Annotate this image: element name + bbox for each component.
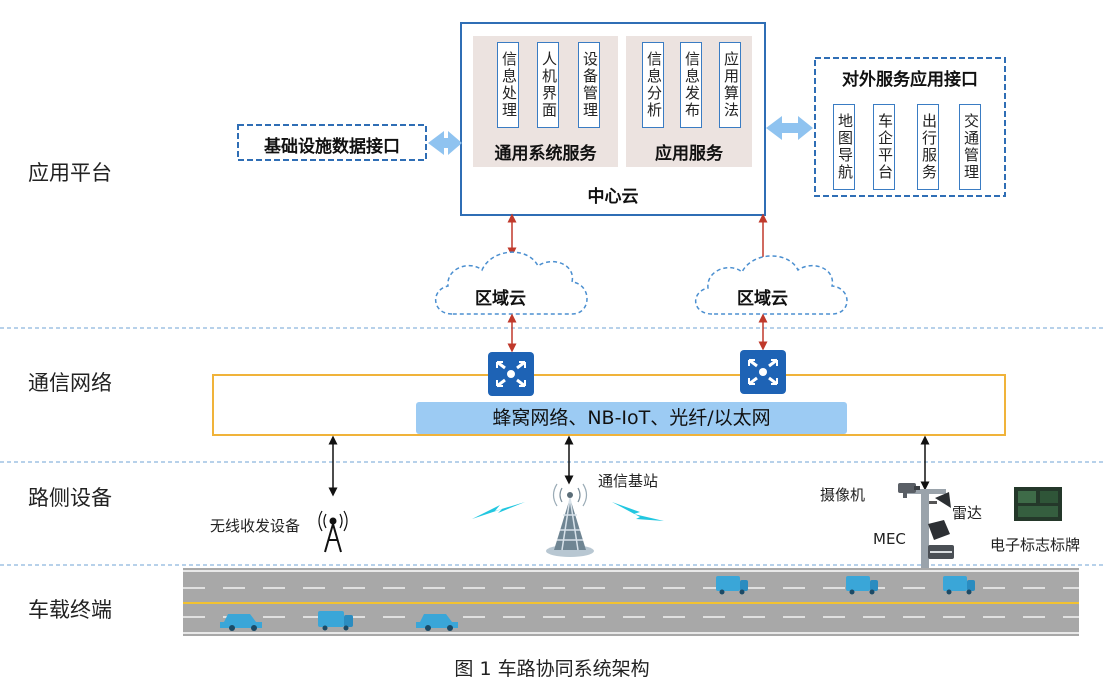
- roadside-pole: [906, 489, 946, 575]
- external-service-item: 交通管理: [959, 104, 981, 190]
- general-service-item: 设备管理: [578, 42, 600, 128]
- regional-cloud-label: 区域云: [475, 289, 526, 309]
- signal-flash-right: [612, 502, 664, 521]
- camera-label: 摄像机: [820, 486, 866, 504]
- external-service-item: 车企平台: [873, 104, 895, 190]
- car-icon: [416, 614, 458, 631]
- truck-icon: [846, 576, 878, 595]
- truck-icon: [943, 576, 975, 595]
- mec-icon: [928, 520, 954, 559]
- layer-label-road: 路侧设备: [28, 486, 112, 510]
- regional-cloud-right: [695, 255, 848, 315]
- car-icon: [220, 614, 262, 631]
- arrow-center-external: [766, 116, 813, 140]
- signal-flash-left: [472, 502, 525, 519]
- general-service-item: 信息处理: [497, 42, 519, 128]
- base-station-icon: [546, 483, 594, 557]
- app-service-title: 应用服务: [655, 144, 723, 164]
- network-box: [212, 374, 1006, 436]
- arrow-infra-center: [428, 131, 462, 155]
- general-service-item: 人机界面: [537, 42, 559, 128]
- wireless-tower-icon: [318, 510, 348, 553]
- electronic-sign-icon: [1014, 487, 1062, 521]
- truck-icon: [716, 576, 748, 595]
- network-band: 蜂窝网络、NB-IoT、光纤/以太网: [416, 402, 847, 434]
- switch-icon: [488, 352, 534, 396]
- infra-interface-label: 基础设施数据接口: [264, 137, 400, 157]
- external-service-item: 地图导航: [833, 104, 855, 190]
- regional-cloud-left: [435, 251, 588, 315]
- base-station-label: 通信基站: [598, 472, 659, 490]
- sign-label: 电子标志标牌: [990, 536, 1081, 554]
- camera-icon: [898, 483, 920, 498]
- switch-icon: [740, 350, 786, 394]
- app-service-item: 信息分析: [642, 42, 664, 128]
- center-cloud-title: 中心云: [587, 187, 639, 207]
- infra-interface-box: [237, 124, 427, 161]
- mec-label: MEC: [873, 530, 906, 548]
- radar-label: 雷达: [952, 504, 983, 522]
- app-service-item: 应用算法: [719, 42, 741, 128]
- layer-label-vehicle: 车载终端: [28, 598, 112, 622]
- external-service-title: 对外服务应用接口: [842, 70, 978, 90]
- wireless-label: 无线收发设备: [210, 517, 301, 535]
- truck-icon: [318, 611, 353, 631]
- external-service-item: 出行服务: [917, 104, 939, 190]
- layer-label-app: 应用平台: [28, 161, 112, 185]
- app-service-item: 信息发布: [680, 42, 702, 128]
- general-service-title: 通用系统服务: [494, 144, 597, 164]
- radar-icon: [929, 492, 951, 508]
- figure-caption: 图 1 车路协同系统架构: [454, 658, 650, 680]
- regional-cloud-label: 区域云: [737, 289, 788, 309]
- layer-label-net: 通信网络: [28, 371, 112, 395]
